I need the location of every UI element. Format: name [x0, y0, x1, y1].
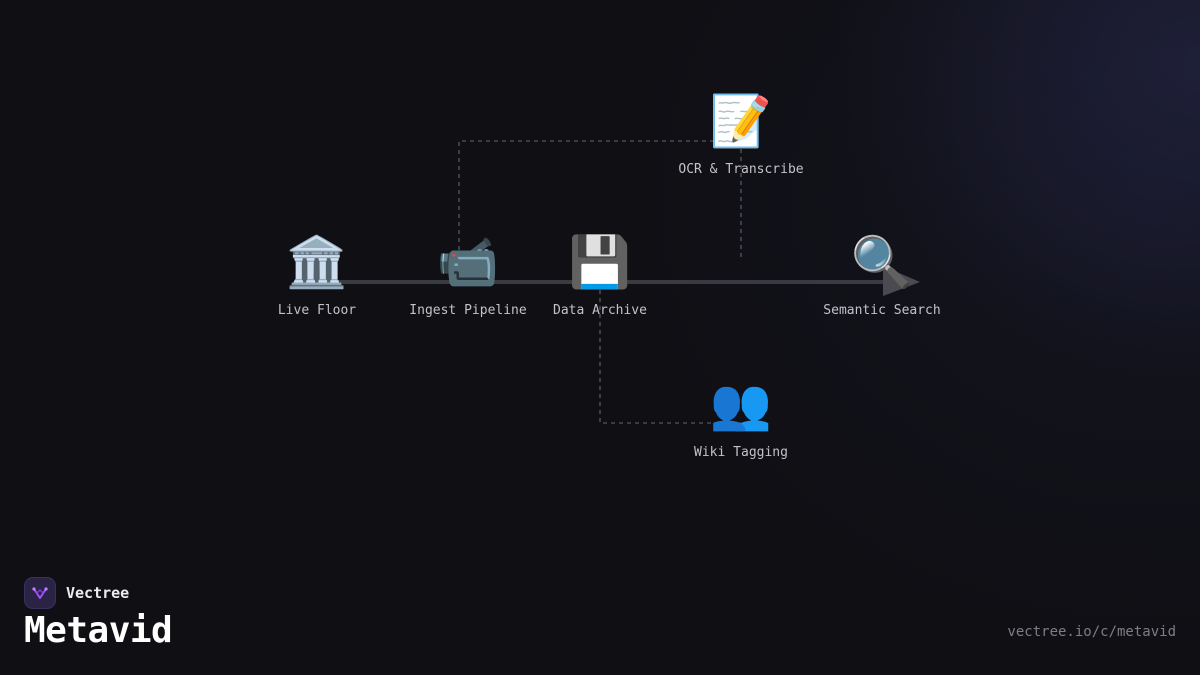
node-label-semantic-search: Semantic Search	[823, 303, 941, 318]
memo-icon: 📝	[709, 92, 773, 150]
people-icon: 👥	[709, 375, 773, 433]
project-title: Metavid	[24, 610, 173, 651]
node-label-wiki-tagging: Wiki Tagging	[694, 445, 788, 460]
video-camera-icon: 📹	[436, 233, 500, 291]
magnifying-glass-icon: 🔍	[850, 233, 914, 291]
node-label-data-archive: Data Archive	[553, 303, 647, 318]
brand: Vectree	[24, 577, 129, 609]
vectree-logo-icon	[24, 577, 56, 609]
node-label-ocr-transcribe: OCR & Transcribe	[678, 162, 804, 177]
footer-url[interactable]: vectree.io/c/metavid	[1007, 624, 1176, 640]
edge-archive-to-wiki	[599, 290, 741, 424]
brand-name: Vectree	[66, 584, 130, 602]
main-flow-arrowhead	[883, 266, 920, 296]
classical-building-icon: 🏛️	[285, 233, 349, 291]
node-label-ingest-pipeline: Ingest Pipeline	[409, 303, 527, 318]
floppy-disk-icon: 💾	[568, 233, 632, 291]
node-label-live-floor: Live Floor	[277, 303, 357, 318]
edge-ingest-to-ocr	[458, 140, 741, 258]
